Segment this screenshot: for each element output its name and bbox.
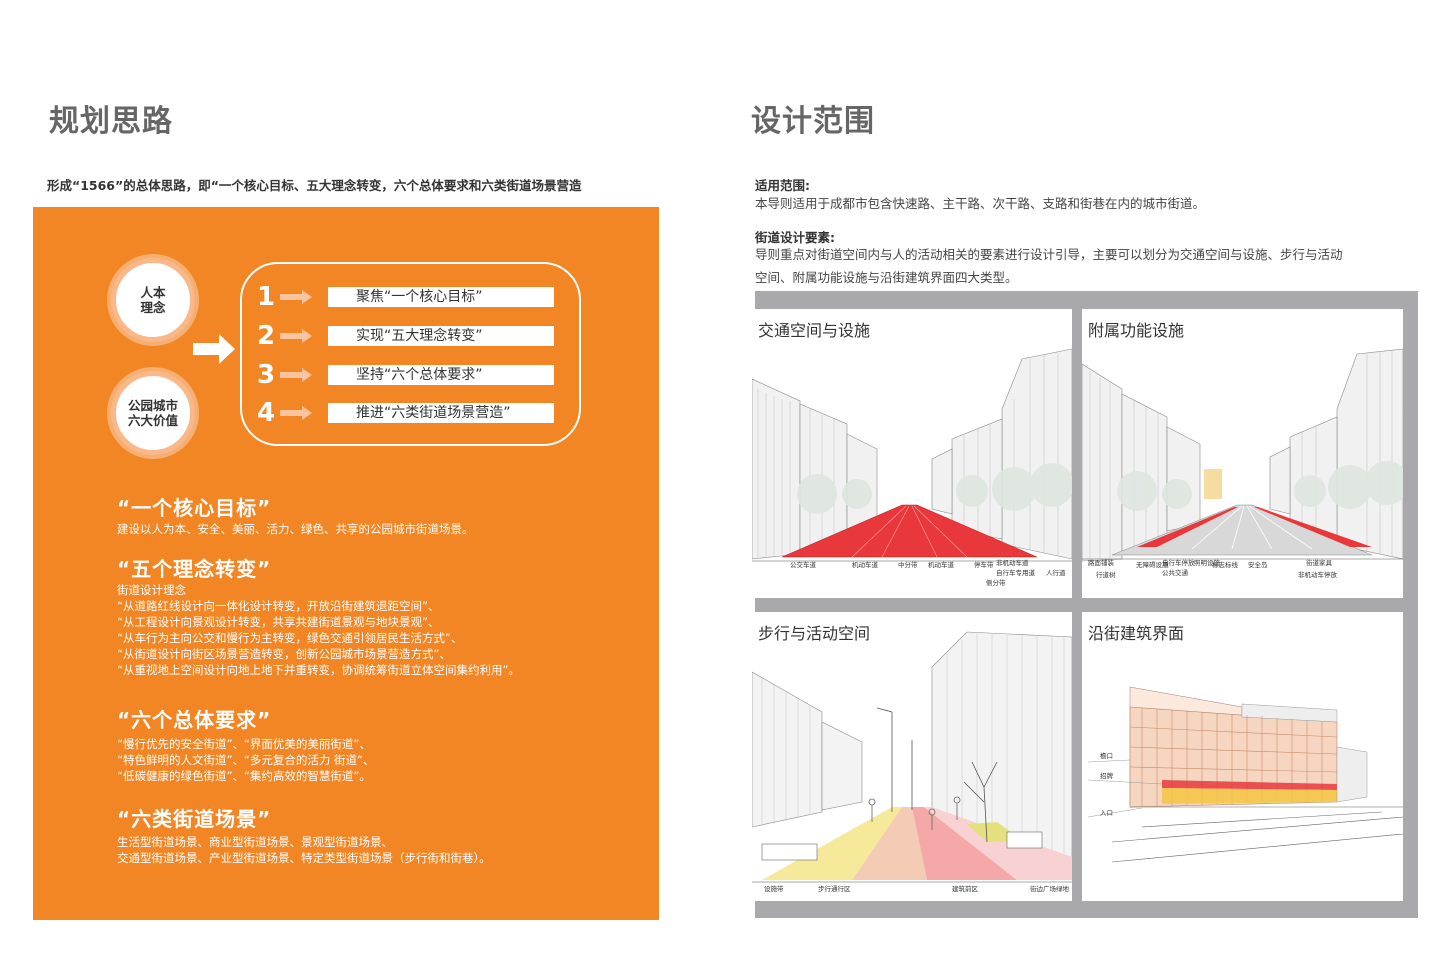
label: 机动车道 [852,560,879,569]
label: 设施带 [764,884,784,893]
label: 停车带 [974,560,994,569]
circle-park-city-values: 公园城市 六大价值 [111,371,195,455]
section-line: 街道设计理念 [117,583,186,597]
goal-label: 实现“五大理念转变” [328,326,554,346]
scope-label: 适用范围: [755,178,810,193]
panel-ancillary-facilities: 附属功能设施 路面铺装 行道树 无障碍设施 自行车停放 [1082,309,1403,598]
label: 中分带 [898,560,918,569]
label: 无障碍设施 [1136,560,1169,569]
section-line: “慢行优先的安全街道”、“界面优美的美丽街道”、 [117,737,371,751]
section-heading: “六个总体要求” [117,708,272,732]
goal-label: 聚焦“一个核心目标” [328,287,554,307]
arrow-icon [280,406,312,420]
panel-title: 交通空间与设施 [758,321,871,340]
label: 路面铺装 [1088,558,1115,567]
section-line: “从工程设计向景观设计转变，共享共建街道景观与地块景观”、 [117,615,440,629]
left-page-title: 规划思路 [49,104,173,139]
label: 行道树 [1096,570,1116,579]
goal-label: 坚持“六个总体要求” [328,365,554,385]
goals-box [240,262,581,446]
arrow-icon [280,329,312,343]
label: 非机动车停放 [1298,570,1338,579]
panel-street-frontage: 沿街建筑界面 檐口 招牌 入口 [1082,612,1403,901]
section-line: “从道路红线设计向一体化设计转变，开放沿街建筑退距空间”、 [117,599,440,613]
street-perspective-illustration: 公交车道 机动车道 中分带 机动车道 停车带 非机动车道 自行车专用道 侧分带 … [752,348,1072,587]
arrow-icon [280,290,312,304]
elements-line: 空间、附属功能设施与沿街建筑界面四大类型。 [755,270,1018,285]
section-line: “从街道设计向街区场景营造转变，创新公园城市场景营造方式”、 [117,647,451,661]
label: 公共交通 [1162,568,1189,577]
goal-number: 2 [256,321,276,351]
section-body: 街道设计理念 “从道路红线设计向一体化设计转变，开放沿街建筑退距空间”、 “从工… [117,582,520,678]
label: 街道家具 [1306,558,1333,567]
elements-label: 街道设计要素: [755,230,835,245]
goal-item-3: 3 坚持“六个总体要求” [256,360,554,390]
circle-label: 公园城市 六大价值 [127,398,178,428]
section-body: “慢行优先的安全街道”、“界面优美的美丽街道”、 “特色鲜明的人文街道”、“多元… [117,736,374,784]
section-text: 建设以人为本、安全、美丽、活力、绿色、共享的公园城市街道场景。 [117,522,474,536]
street-perspective-illustration: 路面铺装 行道树 无障碍设施 自行车停放 公共交通 照明设施 标志标线 安全岛 … [1082,348,1403,579]
section-line: 生活型街道场景、商业型街道场景、景观型街道场景、 [117,835,393,849]
section-line: “从重视地上空间设计向地上地下并重转变，协调统筹街道立体空间集约利用”。 [117,663,520,677]
section-line: “从车行为主向公交和慢行为主转变，绿色交通引领居民生活方式”、 [117,631,463,645]
section-line: 交通型街道场景、产业型街道场景、特定类型街道场景（步行街和街巷）。 [117,851,491,865]
right-page-title: 设计范围 [751,104,875,139]
label: 自行车停放 [1162,558,1195,567]
label: 非机动车道 [996,558,1029,567]
label: 招牌 [1100,771,1114,780]
label: 入口 [1100,809,1113,817]
street-perspective-illustration: 檐口 招牌 入口 [1087,686,1403,863]
section-line: “特色鲜明的人文街道”、“多元复合的活力 街道”、 [117,753,375,767]
label: 街边广场绿地 [1030,884,1070,893]
section-body: 生活型街道场景、商业型街道场景、景观型街道场景、 交通型街道场景、产业型街道场景… [117,834,491,866]
goal-number: 1 [256,282,276,312]
label: 自行车专用道 [996,568,1036,577]
label: 照明设施 [1194,558,1221,567]
label: 机动车道 [928,560,955,569]
label: 步行通行区 [818,884,851,893]
label: 人行道 [1046,568,1066,577]
label: 建筑前区 [952,884,979,893]
circle-people-oriented: 人本 理念 [111,258,195,342]
goal-number: 3 [256,360,276,390]
label: 安全岛 [1248,560,1268,569]
circle-label: 人本 理念 [140,285,166,315]
label: 公交车道 [790,560,817,569]
panel-title: 步行与活动空间 [758,624,871,643]
label: 侧分带 [986,578,1006,587]
section-heading: “一个核心目标” [117,496,272,520]
goal-label: 推进“六类街道场景营造” [328,403,554,423]
goal-item-2: 2 实现“五大理念转变” [256,321,554,351]
arrow-icon [280,368,312,382]
right-arrow-icon [193,334,235,364]
panel-pedestrian-space: 步行与活动空间 设施带 步行通行区 [752,612,1072,901]
section-line: “低碳健康的绿色街道”、“集约高效的智慧街道”。 [117,769,371,783]
panel-traffic: 交通空间与设施 公交车道 机动车道 中分带 机动车道 停车带 非机动车道 [752,309,1072,598]
goal-number: 4 [256,398,276,428]
scope-text: 本导则适用于成都市包含快速路、主干路、次干路、支路和街巷在内的城市街道。 [755,196,1206,211]
street-perspective-illustration: 设施带 步行通行区 建筑前区 街边广场绿地 [752,631,1072,893]
panel-title: 附属功能设施 [1088,321,1185,340]
section-heading: “六类街道场景” [117,807,272,831]
panel-title: 沿街建筑界面 [1088,624,1185,643]
goal-item-1: 1 聚焦“一个核心目标” [256,282,554,312]
section-heading: “五个理念转变” [117,557,272,581]
label: 标志标线 [1212,560,1239,569]
elements-line: 导则重点对街道空间内与人的活动相关的要素进行设计引导，主要可以划分为交通空间与设… [755,247,1343,262]
left-subtitle: 形成“1566”的总体思路，即“一个核心目标、五大理念转变，六个总体要求和六类街… [47,178,582,193]
goal-item-4: 4 推进“六类街道场景营造” [256,398,554,428]
elements-text: 导则重点对街道空间内与人的活动相关的要素进行设计引导，主要可以划分为交通空间与设… [755,243,1343,289]
label: 檐口 [1100,751,1113,760]
